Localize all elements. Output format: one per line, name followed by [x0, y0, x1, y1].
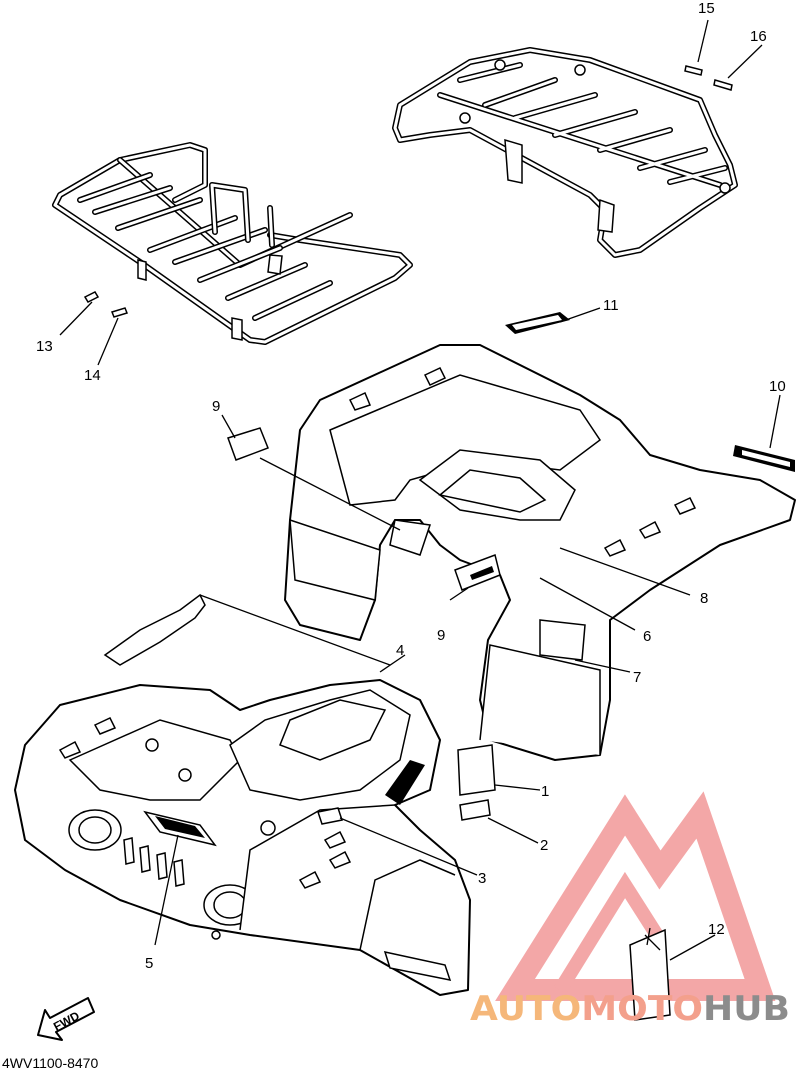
decal-11 [505, 312, 570, 334]
callout-14: 14 [84, 367, 101, 384]
callout-13: 13 [36, 338, 53, 355]
callout-8: 8 [700, 590, 708, 607]
decal-13 [83, 291, 100, 303]
watermark-hub: HUB [703, 989, 790, 1029]
decal-9-plate [227, 427, 269, 461]
decal-5-badge [143, 810, 217, 847]
callout-1: 1 [541, 783, 549, 800]
front-fender [14, 679, 471, 996]
front-carrier-rack [52, 142, 413, 345]
decal-14 [111, 307, 128, 318]
rear-carrier-rack [392, 47, 738, 258]
decal-16 [713, 79, 733, 91]
front-decal-strip [103, 593, 206, 666]
callout-9-lower: 9 [437, 627, 445, 644]
watermark-moto: MOTO [581, 989, 703, 1029]
callout-3: 3 [478, 870, 486, 887]
callout-10: 10 [769, 378, 786, 395]
watermark-logo [495, 791, 776, 1001]
callout-9-upper: 9 [212, 398, 220, 415]
side-badge [385, 760, 425, 805]
callout-11: 11 [603, 297, 619, 314]
decal-15 [684, 65, 703, 76]
watermark-auto: AUTO [470, 989, 581, 1029]
forward-arrow-icon: FWD [37, 997, 95, 1041]
decal-2 [459, 799, 491, 821]
decal-9-badge [454, 554, 501, 591]
diagram-code: 4WV1100-8470 [2, 1055, 98, 1071]
callout-6: 6 [643, 628, 651, 645]
callout-12: 12 [708, 921, 725, 938]
callout-4: 4 [396, 642, 404, 659]
callout-16: 16 [750, 28, 767, 45]
decal-12-sheet [629, 927, 671, 1021]
rear-fender [284, 344, 796, 761]
decal-10 [733, 445, 795, 472]
decal-1 [457, 744, 496, 796]
decal-3 [317, 807, 343, 825]
callout-15: 15 [698, 0, 715, 17]
callout-5: 5 [145, 955, 153, 972]
callout-7: 7 [633, 669, 641, 686]
callout-2: 2 [540, 837, 548, 854]
